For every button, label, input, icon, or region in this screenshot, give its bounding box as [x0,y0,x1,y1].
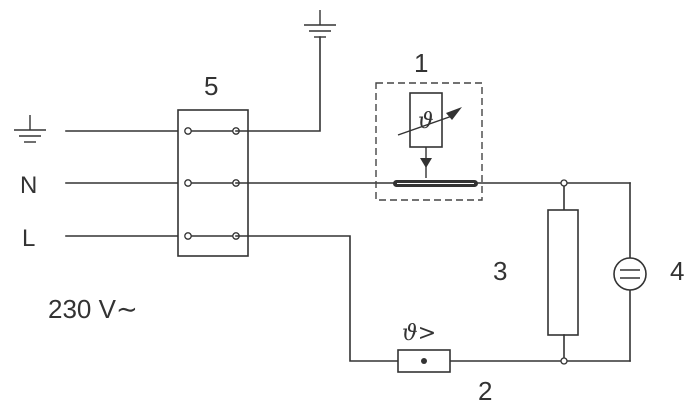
label-theta: ϑ [418,109,434,134]
label-item1: 1 [414,48,428,78]
label-neutral: N [20,172,37,199]
ground-icon [304,10,336,38]
lamp-icon [613,257,647,291]
label-overtemp: ϑ> [402,321,436,346]
sensor-enclosure [375,82,483,201]
resistor-element [547,209,579,336]
label-item5: 5 [204,71,218,101]
label-item4: 4 [670,256,684,286]
label-supply: 230 V∼ [48,294,138,324]
label-item2: 2 [478,376,492,406]
line-out-wire [235,235,399,362]
label-line: L [22,225,35,252]
label-item3: 3 [493,256,507,286]
ground-icon [14,115,46,143]
earth-out-wire [235,36,321,132]
